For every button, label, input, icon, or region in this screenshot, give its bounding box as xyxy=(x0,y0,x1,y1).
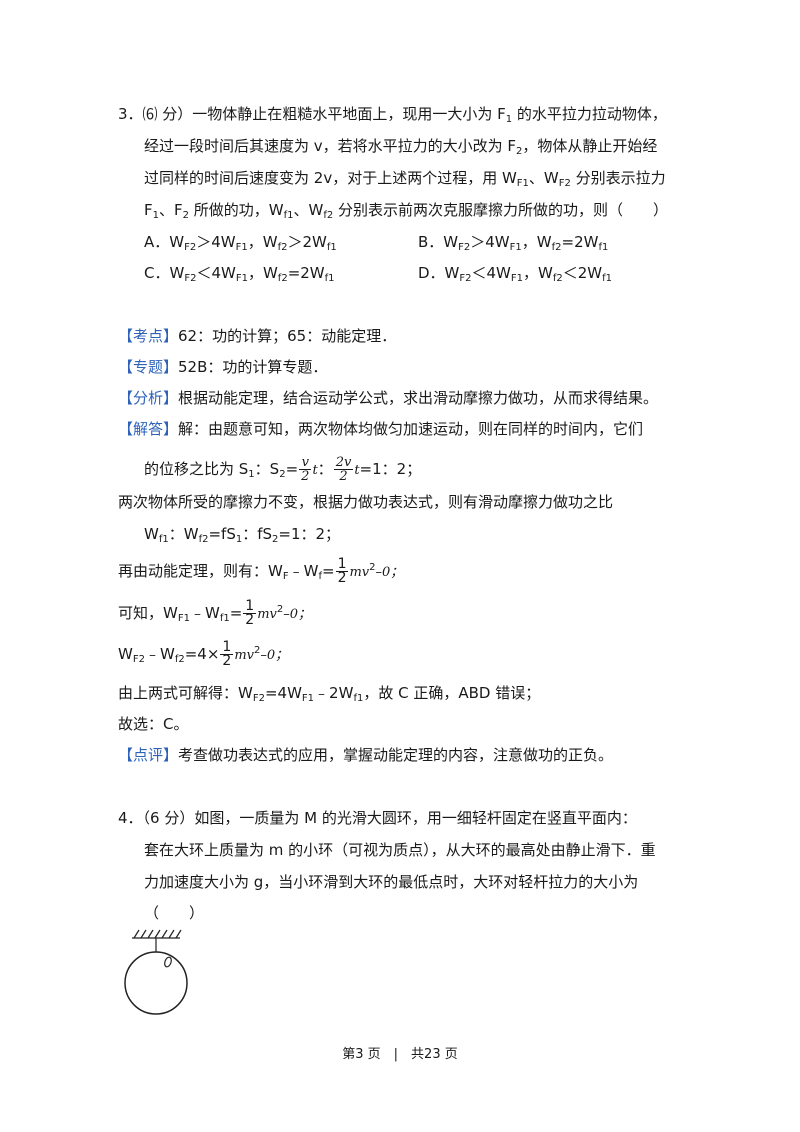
dianping-line: 【点评】考查做功表达式的应用，掌握动能定理的内容，注意做功的正负。 xyxy=(118,746,614,764)
jieda-line4: Wf1：Wf2=fS1：fS2=1：2； xyxy=(144,525,341,545)
q3-line3: 过同样的时间后速度变为 2v，对于上述两个过程，用 WF1、WF2 分别表示拉力 xyxy=(144,169,666,189)
q4-line3: 力加速度大小为 g，当小环滑到大环的最低点时，大环对轻杆拉力的大小为 xyxy=(144,873,639,891)
jieda-line3: 两次物体所受的摩擦力不变，根据力做功表达式，则有滑动摩擦力做功之比 xyxy=(118,493,614,511)
q3-option-d: D．WF2＜4WF1，Wf2＜2Wf1 xyxy=(418,264,613,284)
jieda-line1: 【解答】解：由题意可知，两次物体均做匀加速运动，则在同样的时间内，它们 xyxy=(118,420,644,438)
q3-option-b: B．WF2＞4WF1，Wf2=2Wf1 xyxy=(418,233,609,253)
q4-line4: （ ） xyxy=(144,904,205,922)
fenxi-line: 【分析】根据动能定理，结合运动学公式，求出滑动摩擦力做功，从而求得结果。 xyxy=(118,389,659,407)
small-ring xyxy=(164,956,172,968)
kaodian-tag: 【考点】 xyxy=(118,327,179,345)
jieda-tag: 【解答】 xyxy=(118,420,179,438)
q4-line2: 套在大环上质量为 m 的小环（可视为质点），从大环的最高处由静止滑下．重 xyxy=(144,841,656,859)
dianping-tag: 【点评】 xyxy=(118,746,179,764)
page-footer: 第3 页 | 共23 页 xyxy=(342,1047,458,1062)
q3-line4: F1、F2 所做的功，Wf1、Wf2 分别表示前两次克服摩擦力所做的功，则（ ） xyxy=(144,201,669,221)
fenxi-tag: 【分析】 xyxy=(118,389,179,407)
zhuanti-line: 【专题】52B：功的计算专题． xyxy=(118,358,328,376)
jieda-line9: 故选：C。 xyxy=(118,715,189,733)
q3-option-a: A．WF2＞4WF1，Wf2＞2Wf1 xyxy=(144,233,337,253)
large-ring xyxy=(124,951,188,1015)
q3-line2: 经过一段时间后其速度为 v，若将水平拉力的大小改为 F2，物体从静止开始经 xyxy=(144,137,658,157)
q3-line1: 3．⑹ 分）一物体静止在粗糙水平地面上，现用一大小为 F1 的水平拉力拉动物体， xyxy=(118,105,667,125)
zhuanti-tag: 【专题】 xyxy=(118,358,179,376)
ceiling-hatch xyxy=(132,929,182,939)
jieda-line8: 由上两式可解得：WF2=4WF1﹣2Wf1，故 C 正确，ABD 错误； xyxy=(118,684,541,704)
kaodian-line: 【考点】62：功的计算；65：动能定理． xyxy=(118,327,397,345)
ring-diagram xyxy=(124,929,188,1015)
q4-line1: 4．（6 分）如图，一质量为 M 的光滑大圆环，用一细轻杆固定在竖直平面内： xyxy=(118,809,637,827)
q3-option-c: C．WF2＜4WF1，Wf2=2Wf1 xyxy=(144,264,335,284)
